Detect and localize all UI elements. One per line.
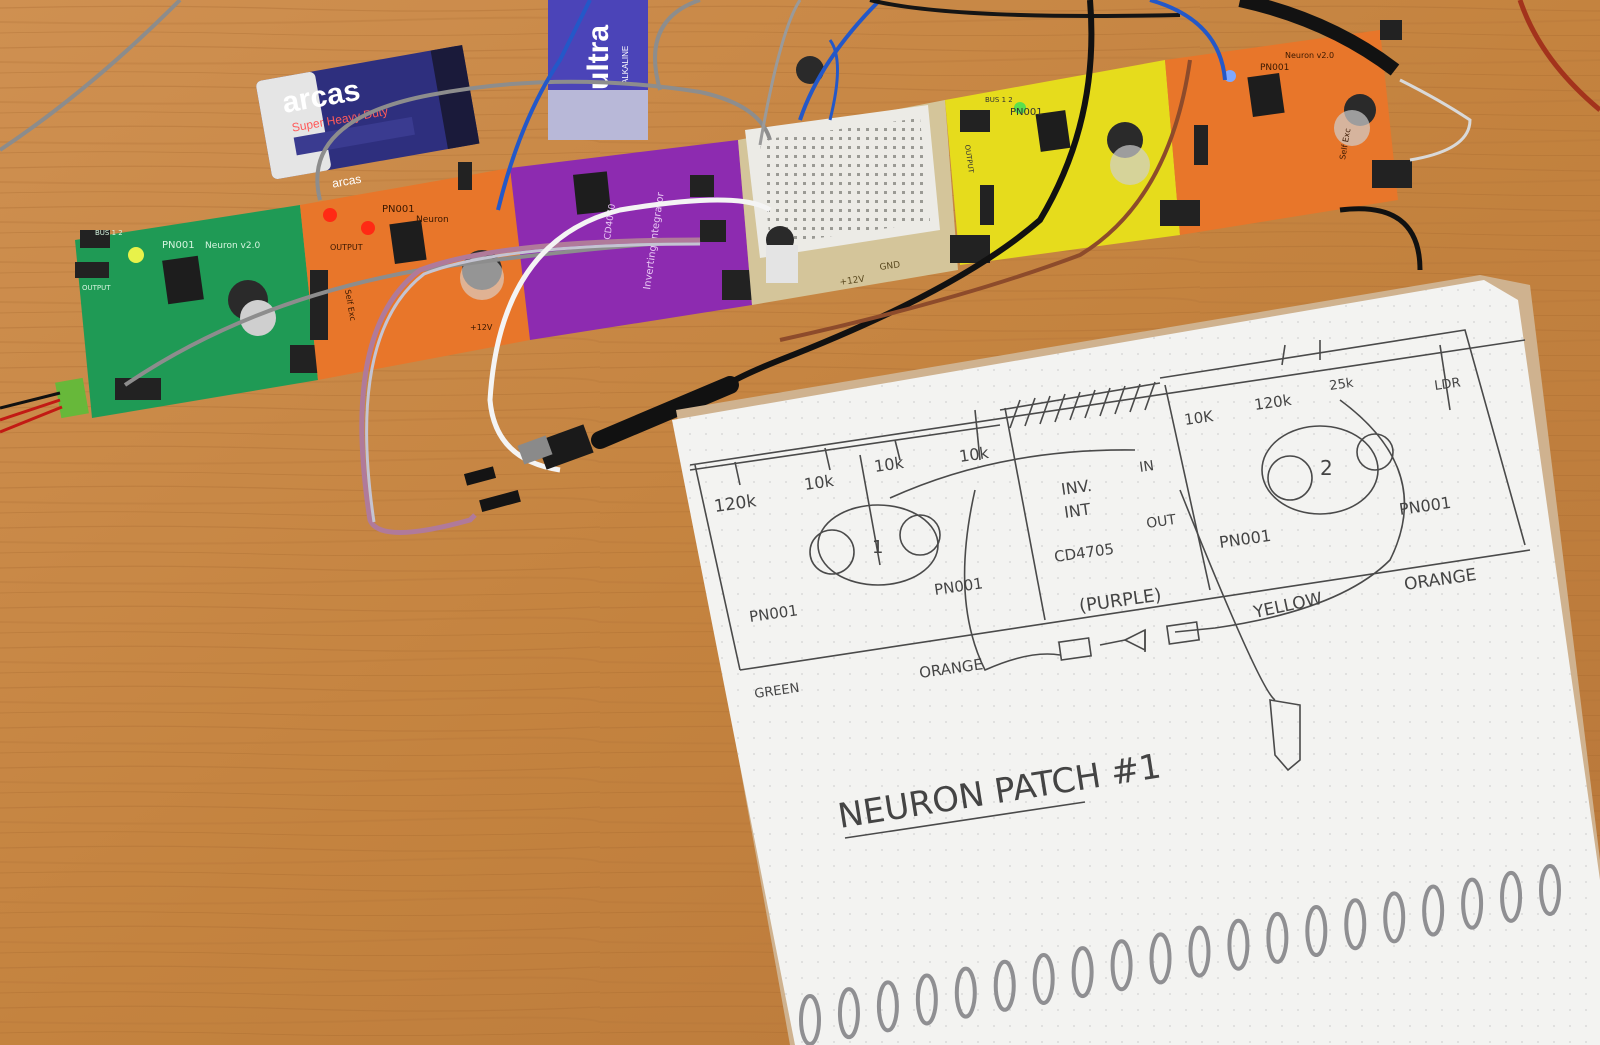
label-10k-1: 10k — [803, 471, 836, 494]
spiral-ring — [954, 966, 977, 1019]
red-led-1 — [323, 208, 337, 222]
label-neuron-2: 2 — [1320, 456, 1333, 480]
spiral-ring — [1383, 891, 1406, 944]
green-board-bus: BUS 1 2 — [95, 229, 123, 237]
orange-left-label: PN001 — [382, 204, 415, 215]
yellow-board-out: OUTPUT — [963, 144, 975, 174]
breadboard-gnd: GND — [879, 260, 901, 273]
blue-wire-3 — [828, 39, 839, 121]
orange-right-module-board: PN001 Neuron v2.0 Self Exc — [1160, 20, 1412, 235]
label-int: INT — [1063, 499, 1092, 522]
black-cable-thick — [1238, 0, 1400, 76]
orange-left-vlabel: +12V — [470, 323, 493, 332]
orange-right-chip — [1247, 72, 1285, 118]
spiral-ring — [1071, 946, 1094, 999]
ultra-subtitle: ALKALINE — [621, 46, 630, 84]
top-pot — [796, 56, 824, 84]
spiral-ring — [1188, 925, 1211, 978]
green-board-title: Neuron v2.0 — [205, 241, 260, 251]
green-board-label: PN001 — [162, 240, 195, 251]
grey-wire-1 — [315, 79, 772, 201]
pink-grey-wire — [359, 237, 701, 535]
white-wire-right — [1399, 78, 1472, 162]
red-wire-topright — [1517, 0, 1600, 112]
spiral-ring — [1461, 877, 1484, 930]
jumper-pin-2 — [479, 490, 521, 512]
orange-right-title: Neuron v2.0 — [1285, 51, 1334, 60]
white-wire — [487, 197, 772, 473]
green-led — [128, 247, 144, 263]
breadboard-module: +12V GND — [738, 56, 958, 305]
label-in: IN — [1138, 458, 1155, 476]
audio-jack-plug — [517, 376, 739, 470]
label-neuron-1: 1 — [872, 537, 883, 558]
spiral-ring — [837, 987, 860, 1040]
purple-chip — [573, 171, 611, 215]
yellow-board-label: PN001 — [1010, 107, 1043, 118]
grey-wire-topleft — [0, 0, 182, 152]
arcas-side-text: arcas — [331, 172, 362, 191]
yellow-chip — [1035, 110, 1071, 152]
spiral-ring — [1422, 884, 1445, 937]
notebook — [672, 275, 1600, 1045]
grey-wire-3 — [758, 0, 802, 146]
black-wire-right — [1339, 206, 1423, 271]
jumper-pin-1 — [463, 466, 497, 486]
spiral-ring — [876, 980, 899, 1033]
breadboard-label: +12V — [839, 274, 866, 288]
black-wire-long — [717, 0, 1095, 393]
red-led-2 — [361, 221, 375, 235]
orange-left-out: OUTPUT — [330, 243, 363, 252]
spiral-binding — [799, 864, 1561, 1045]
label-out: OUT — [1145, 512, 1177, 532]
black-wire-top — [869, 0, 1181, 18]
orange-left-title: Neuron — [416, 215, 449, 225]
spiral-ring — [1149, 932, 1172, 985]
label-inv: INV. — [1060, 476, 1093, 499]
spiral-ring — [915, 973, 938, 1026]
spiral-ring — [1110, 939, 1133, 992]
orange-left-chip — [389, 219, 427, 265]
ultra-brand: ultra — [582, 25, 615, 90]
green-module-board: PN001 Neuron v2.0 BUS 1 2 OUTPUT — [75, 205, 330, 418]
green-led — [1014, 102, 1026, 114]
spiral-ring — [993, 959, 1016, 1012]
orange-right-label: PN001 — [1260, 63, 1289, 73]
spiral-ring — [1266, 911, 1289, 964]
label-25k: 25k — [1328, 376, 1354, 394]
spiral-ring — [1305, 905, 1328, 958]
grey-wire-2 — [653, 0, 701, 91]
power-connector — [55, 377, 89, 419]
yellow-module-board: PN001 BUS 1 2 OUTPUT — [945, 60, 1180, 265]
spiral-ring — [1032, 952, 1055, 1005]
yellow-board-bus: BUS 1 2 — [985, 96, 1013, 104]
green-chip — [162, 255, 204, 305]
label-10k-2: 10k — [873, 453, 906, 476]
label-10k-right: 10K — [1183, 407, 1215, 429]
label-120k-right: 120k — [1253, 391, 1293, 414]
spiral-ring — [1344, 898, 1367, 951]
label-green: GREEN — [753, 681, 800, 702]
spiral-ring — [1500, 870, 1523, 923]
spiral-ring — [799, 994, 821, 1045]
green-board-out: OUTPUT — [82, 284, 111, 292]
ultra-battery: ultra ALKALINE — [548, 0, 648, 140]
spiral-ring — [1539, 864, 1561, 916]
brown-wire — [779, 59, 1192, 342]
blue-wire-2 — [798, 0, 882, 121]
label-10k-3: 10k — [958, 443, 991, 466]
blue-wire-4 — [1149, 0, 1227, 81]
blue-wire-1 — [496, 0, 592, 211]
sketch-drawing — [689, 329, 1531, 839]
spiral-ring — [1227, 918, 1250, 971]
label-ldr: LDR — [1433, 375, 1461, 394]
blue-led — [1224, 70, 1236, 82]
